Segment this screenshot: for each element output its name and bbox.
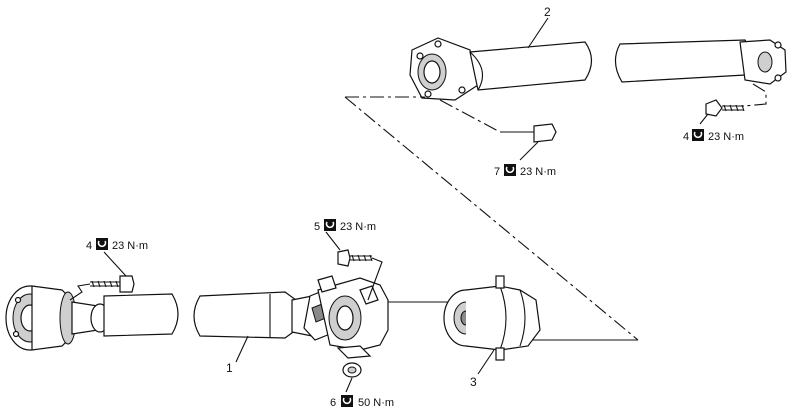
bolt-5 (337, 249, 383, 301)
front-shaft-part-1 (103, 291, 313, 339)
torque-id: 4 (86, 240, 92, 252)
torque-value: 23 N·m (520, 166, 556, 178)
bolt-4-left (69, 275, 135, 301)
torque-id: 7 (494, 166, 500, 178)
torque-wrench-icon (96, 238, 108, 250)
torque-label-top-mid: 7 23 N·m (494, 164, 556, 178)
callout-1: 1 (226, 361, 233, 375)
leader-6 (345, 377, 353, 393)
torque-wrench-icon (504, 164, 516, 176)
leader-right (743, 83, 767, 107)
torque-wrench-icon (692, 129, 704, 141)
torque-id: 4 (683, 131, 689, 143)
leader-bolt7 (439, 99, 501, 133)
torque-label-left: 4 23 N·m (86, 238, 148, 252)
torque-value: 23 N·m (708, 131, 744, 143)
torque-value: 50 N·m (358, 397, 394, 409)
leader-5 (325, 231, 341, 251)
leader-2 (527, 17, 549, 49)
leader-1 (235, 335, 249, 363)
nut-6 (342, 362, 362, 378)
torque-wrench-icon (324, 219, 336, 231)
leader-3 (477, 349, 495, 375)
torque-label-mid: 5 23 N·m (314, 219, 376, 233)
torque-value: 23 N·m (340, 221, 376, 233)
universal-joint (303, 275, 389, 359)
callout-2: 2 (544, 5, 551, 19)
torque-id: 6 (330, 397, 336, 409)
flange-coupling-part-3 (443, 275, 541, 361)
leader-4-left (103, 251, 127, 277)
front-flange (5, 285, 110, 351)
torque-value: 23 N·m (112, 240, 148, 252)
torque-label-top-right: 4 23 N·m (683, 129, 744, 143)
callout-3: 3 (470, 375, 477, 389)
torque-id: 5 (314, 221, 320, 233)
bolt-7 (500, 123, 557, 143)
torque-label-bottom: 6 50 N·m (330, 395, 394, 409)
leader-diag (344, 96, 639, 341)
torque-wrench-icon (341, 395, 353, 407)
rear-shaft-part-2 (409, 37, 787, 101)
leader-7 (519, 141, 539, 161)
leader-4-top (699, 113, 709, 125)
bolt-4-top (705, 99, 745, 117)
